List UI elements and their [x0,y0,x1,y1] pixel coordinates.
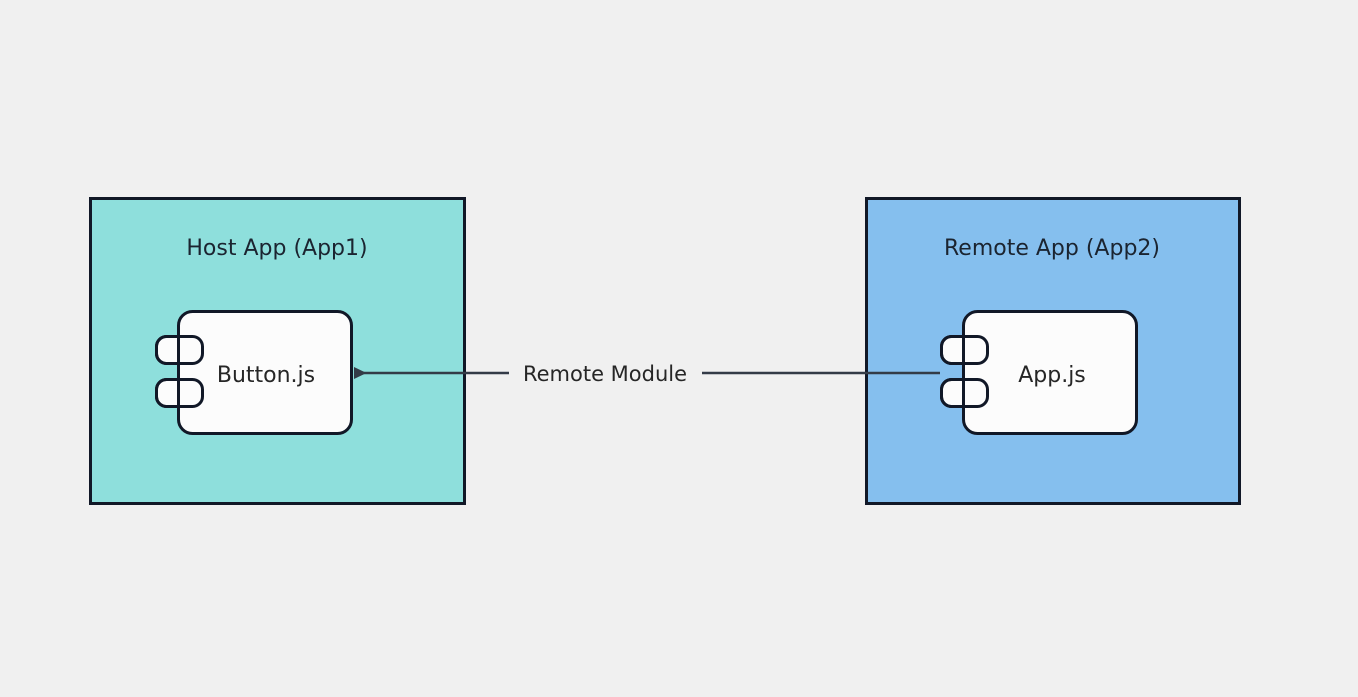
button-js-label: Button.js [217,363,315,388]
app-js-label: App.js [1018,363,1086,388]
component-app-js[interactable]: App.js [940,310,1138,435]
app-js-tab-top-outline [940,335,989,365]
edge-label-remote-module: Remote Module [523,362,687,386]
component-button-js[interactable]: Button.js [155,310,353,435]
app-js-tab-bottom-outline [940,378,989,408]
host-app-title: Host App (App1) [186,236,367,261]
group-remote-app[interactable]: Remote App (App2) App.js [865,197,1241,505]
button-js-body[interactable] [177,310,353,435]
button-js-tab-top-outline [155,335,204,365]
app-js-body[interactable] [962,310,1138,435]
group-host-app[interactable]: Host App (App1) Button.js [89,197,466,505]
button-js-tab-bottom-outline [155,378,204,408]
edge-remote-module[interactable]: Remote Module [354,362,940,386]
remote-app-title: Remote App (App2) [944,236,1160,261]
